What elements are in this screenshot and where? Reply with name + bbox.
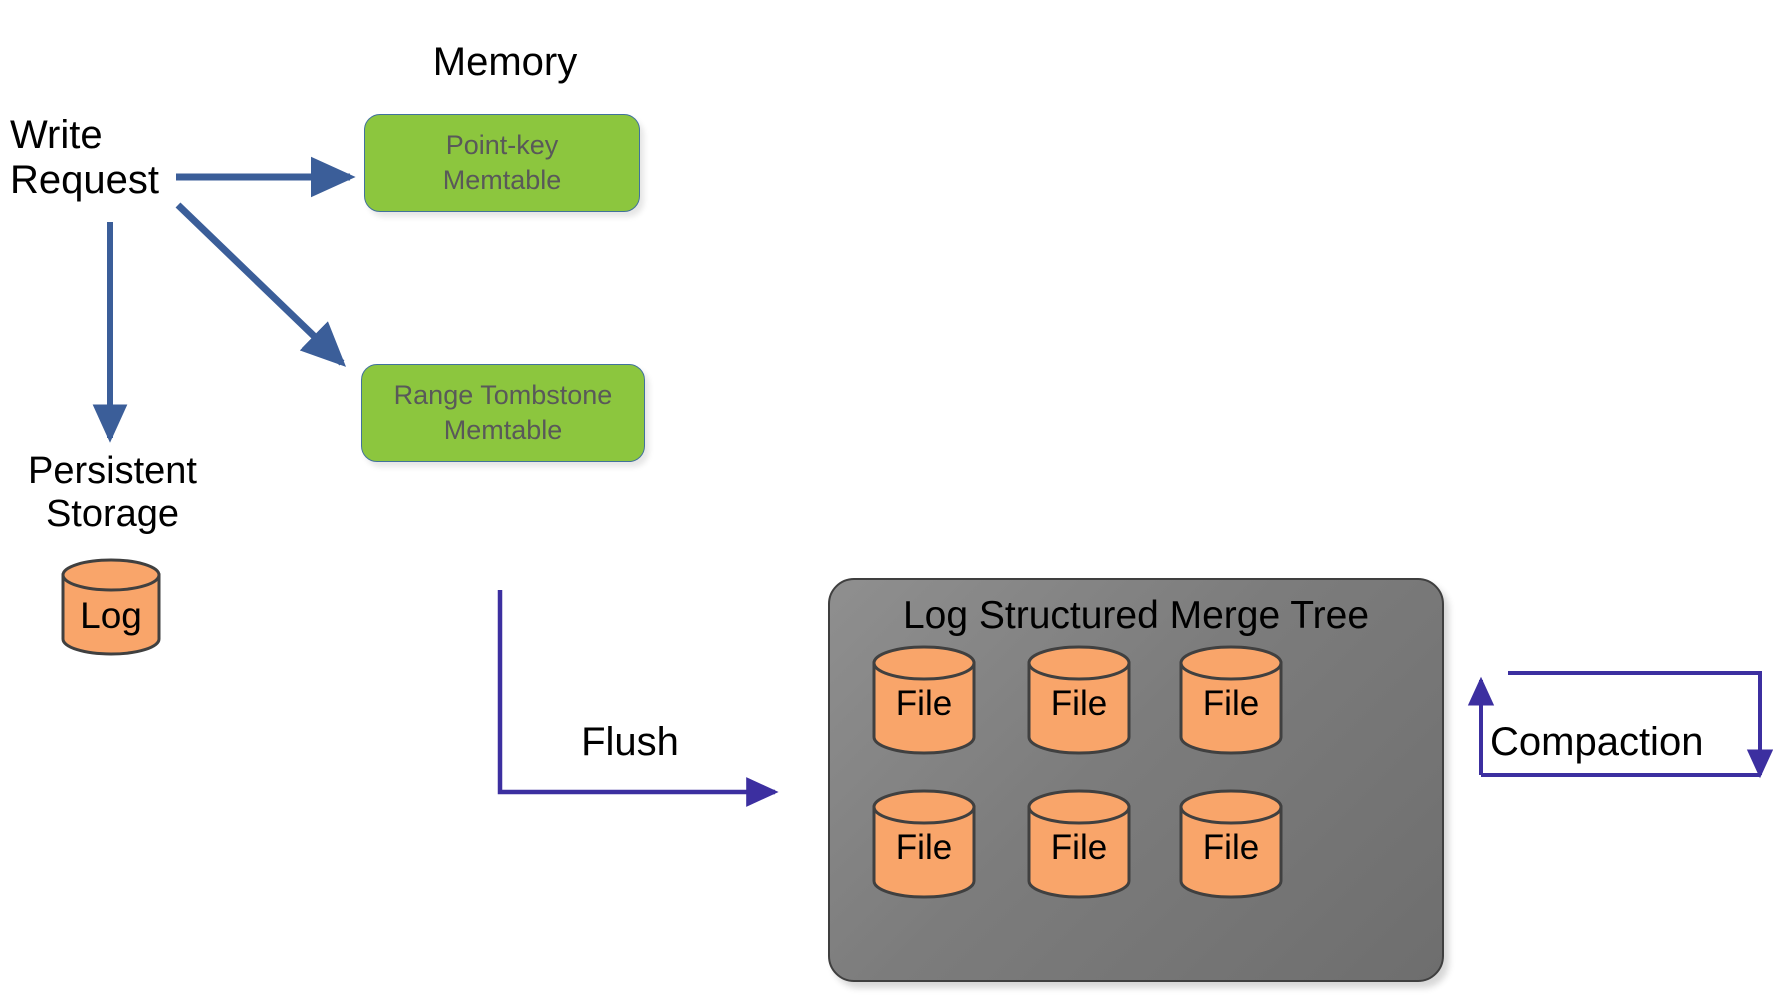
lsm-file-label: File [1202, 828, 1260, 867]
lsm-file-label: File [1050, 828, 1108, 867]
lsm-file-cylinder-r2c2[interactable]: File [1027, 789, 1131, 900]
cylinder-icon [61, 558, 161, 656]
lsm-file-cylinder-r1c1[interactable]: File [872, 645, 976, 756]
lsm-file-label: File [1050, 684, 1108, 723]
range-tombstone-memtable-box[interactable]: Range Tombstone Memtable [361, 364, 645, 462]
arrow-write-to-range-tombstone-memtable [175, 202, 347, 367]
memory-label: Memory [432, 40, 578, 84]
cylinder-icon [1179, 789, 1283, 899]
lsm-file-label: File [895, 684, 953, 723]
log-structured-merge-tree-box[interactable]: Log Structured Merge Tree File File File [828, 578, 1444, 982]
flush-edge-label: Flush [581, 720, 679, 764]
cylinder-icon [1027, 789, 1131, 899]
persistent-storage-label: Persistent Storage [28, 450, 197, 535]
cylinder-icon [1179, 645, 1283, 755]
lsm-file-cylinder-r1c2[interactable]: File [1027, 645, 1131, 756]
point-key-memtable-box[interactable]: Point-key Memtable [364, 114, 640, 212]
range-tombstone-memtable-label: Range Tombstone Memtable [393, 379, 613, 445]
compaction-edge-label: Compaction [1490, 720, 1704, 764]
cylinder-icon [1027, 645, 1131, 755]
lsm-file-cylinder-r2c3[interactable]: File [1179, 789, 1283, 900]
lsm-file-cylinder-r2c1[interactable]: File [872, 789, 976, 900]
log-cylinder[interactable]: Log [61, 558, 161, 656]
lsm-file-cylinder-r1c3[interactable]: File [1179, 645, 1283, 756]
log-cylinder-label: Log [80, 595, 142, 636]
lsm-file-label: File [1202, 684, 1260, 723]
point-key-memtable-label: Point-key Memtable [442, 129, 562, 195]
lsm-tree-title: Log Structured Merge Tree [902, 594, 1370, 637]
lsm-file-label: File [895, 828, 953, 867]
write-request-label: Write Request [10, 113, 159, 202]
cylinder-icon [872, 645, 976, 755]
cylinder-icon [872, 789, 976, 899]
